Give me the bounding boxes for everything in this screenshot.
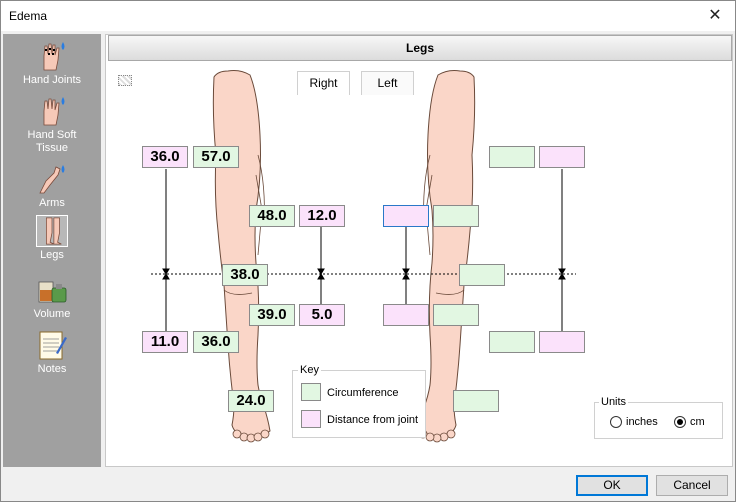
left-above-knee-circumference[interactable]	[433, 205, 479, 227]
tab-right[interactable]: Right	[297, 71, 350, 95]
right-upper-distance[interactable]: 36.0	[142, 146, 188, 168]
sidebar-item-label: Volume	[33, 308, 71, 320]
right-lower-circumference[interactable]: 36.0	[193, 331, 239, 353]
units-title: Units	[599, 396, 629, 408]
left-below-knee-circumference[interactable]	[433, 304, 479, 326]
leg-icon	[36, 215, 68, 247]
left-lower-distance[interactable]	[539, 331, 585, 353]
notes-icon	[39, 331, 67, 360]
sidebar-item-label: Hand Soft Tissue	[27, 129, 77, 154]
right-below-knee-distance[interactable]: 5.0	[299, 304, 345, 326]
sidebar-item-legs[interactable]: Legs	[3, 215, 101, 262]
sidebar-item-arms[interactable]: Arms	[3, 163, 101, 210]
sidebar-item-notes[interactable]: Notes	[3, 329, 101, 376]
right-ankle-circumference[interactable]: 24.0	[228, 390, 274, 412]
sidebar-item-label: Hand Joints	[22, 74, 82, 86]
left-below-knee-distance[interactable]	[383, 304, 429, 326]
sidebar-item-label: Legs	[40, 249, 64, 261]
grid-toggle-icon[interactable]	[118, 75, 132, 86]
right-below-knee-circumference[interactable]: 39.0	[249, 304, 295, 326]
sidebar: Hand Joints Hand Soft Tissue Arms Legs	[3, 34, 101, 467]
arm-icon	[39, 165, 65, 194]
left-knee-circumference[interactable]	[459, 264, 505, 286]
cancel-button[interactable]: Cancel	[656, 475, 728, 496]
button-bar: OK Cancel	[1, 468, 735, 501]
left-upper-distance[interactable]	[539, 146, 585, 168]
hand-soft-tissue-icon	[43, 97, 65, 126]
cm-label[interactable]: cm	[690, 416, 705, 428]
left-ankle-circumference[interactable]	[453, 390, 499, 412]
distance-swatch	[301, 410, 321, 428]
right-above-knee-distance[interactable]: 12.0	[299, 205, 345, 227]
legs-panel: Legs Right Left	[105, 34, 733, 467]
right-above-knee-circumference[interactable]: 48.0	[249, 205, 295, 227]
cm-radio[interactable]	[674, 416, 686, 428]
sidebar-item-label: Notes	[37, 363, 67, 375]
left-upper-circumference[interactable]	[489, 146, 535, 168]
inches-radio[interactable]	[610, 416, 622, 428]
key-title: Key	[298, 364, 321, 376]
tab-left[interactable]: Left	[361, 71, 414, 95]
title-bar: Edema ✕	[1, 1, 735, 31]
right-upper-circumference[interactable]: 57.0	[193, 146, 239, 168]
left-leg-drawing	[417, 70, 476, 443]
window-title: Edema	[9, 9, 48, 23]
left-lower-circumference[interactable]	[489, 331, 535, 353]
right-leg-drawing	[212, 70, 271, 443]
sidebar-item-hand-soft-tissue[interactable]: Hand Soft Tissue	[3, 95, 101, 155]
sidebar-item-hand-joints[interactable]: Hand Joints	[3, 40, 101, 87]
sidebar-item-volume[interactable]: Volume	[3, 274, 101, 321]
distance-label: Distance from joint	[327, 414, 419, 426]
sidebar-item-label: Arms	[39, 197, 65, 209]
ok-button[interactable]: OK	[576, 475, 648, 496]
hand-joints-icon	[43, 42, 65, 71]
right-lower-distance[interactable]: 11.0	[142, 331, 188, 353]
circumference-label: Circumference	[327, 387, 399, 399]
circumference-swatch	[301, 383, 321, 401]
volume-icon	[38, 281, 67, 303]
close-icon[interactable]: ✕	[708, 7, 722, 24]
inches-label[interactable]: inches	[626, 416, 658, 428]
right-knee-circumference[interactable]: 38.0	[222, 264, 268, 286]
page-title: Legs	[108, 35, 732, 61]
left-above-knee-distance[interactable]	[383, 205, 429, 227]
